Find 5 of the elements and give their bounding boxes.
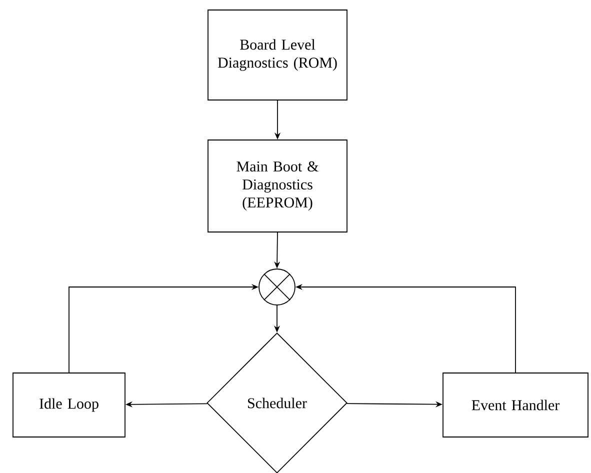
process-box: Event Handler	[442, 372, 588, 438]
process-box: Board Level Diagnostics (ROM)	[208, 10, 348, 100]
process-box: Idle Loop	[12, 372, 126, 438]
process-box: Main Boot & Diagnostics (EEPROM)	[208, 140, 348, 232]
summing-junction	[258, 268, 296, 306]
